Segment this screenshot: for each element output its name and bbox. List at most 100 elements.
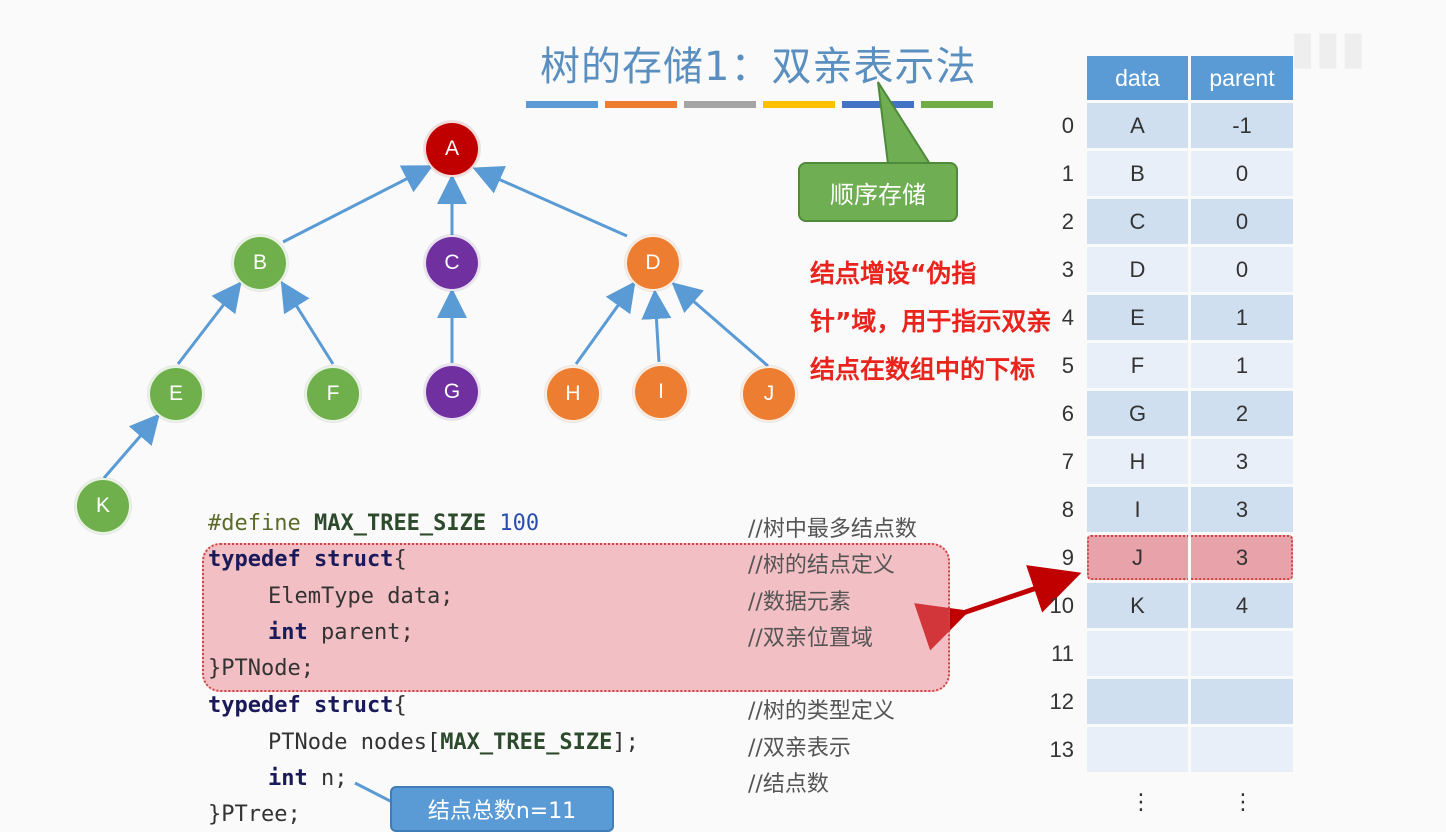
table-column-separator [1188, 295, 1191, 340]
table-cell-data: A [1130, 112, 1145, 138]
code-line-typedef-node: typedef struct{ [208, 547, 407, 572]
table-row-index: 13 [1049, 737, 1074, 762]
code-comment: //双亲表示 [748, 736, 851, 761]
table-cell-data: G [1128, 400, 1147, 426]
edge-b-a [282, 165, 434, 244]
code-comment: //结点数 [748, 772, 829, 797]
pseudo-pointer-note: 结点增设“伪指针”域，用于指示双亲结点在数组中的下标 [810, 259, 1052, 384]
table-column-separator [1188, 631, 1191, 676]
code-line-parent-field: int parent; [268, 620, 414, 645]
table-row-index: 9 [1061, 545, 1074, 570]
table-cell-data: E [1130, 304, 1145, 330]
table-cell-parent: 3 [1235, 496, 1249, 522]
table-cell-parent: 3 [1235, 448, 1249, 474]
table-column-separator [1188, 151, 1191, 196]
table-cell-parent: 3 [1235, 544, 1249, 570]
table-row-index: 11 [1051, 641, 1074, 666]
slide-title: 树的存储1：双亲表示法 [540, 44, 977, 90]
table-row-index: 12 [1049, 689, 1074, 714]
table-row-index: 1 [1061, 161, 1074, 186]
title-underline-segment [842, 101, 914, 108]
tree-node-i: I [633, 364, 689, 420]
table-cell-parent: 0 [1235, 160, 1249, 186]
table-row-index: 2 [1061, 209, 1074, 234]
code-comment: //树的结点定义 [748, 553, 895, 578]
tree-node-d: D [625, 235, 681, 291]
table-cell-parent: 2 [1235, 400, 1249, 426]
table-cell-data: I [1134, 496, 1141, 522]
code-comment: //双亲位置域 [748, 626, 873, 651]
code-line-n-field: int n; [268, 766, 348, 791]
index-link-arrow [914, 565, 1082, 651]
table-column-separator [1188, 343, 1191, 388]
table-row-index: 10 [1049, 593, 1074, 618]
tree-node-b: B [232, 235, 288, 291]
tree-node-k: K [75, 478, 131, 534]
table-cell-data [1087, 727, 1188, 772]
code-line-define: #define MAX_TREE_SIZE 100 [208, 511, 540, 536]
edge-f-b [280, 280, 335, 365]
table-cell-parent: 1 [1235, 304, 1249, 330]
title-underline-segment [526, 101, 598, 108]
table-column-separator [1188, 391, 1191, 436]
code-line-nodes-array: PTNode nodes[MAX_TREE_SIZE]; [268, 730, 639, 755]
table-row-index: 5 [1061, 353, 1074, 378]
tree-node-h: H [545, 366, 601, 422]
table-column-separator [1188, 535, 1191, 580]
table-cell-parent: 0 [1235, 256, 1249, 282]
table-header-parent: parent [1191, 56, 1293, 100]
tree-node-j: J [741, 366, 797, 422]
tree-node-a: A [424, 121, 480, 177]
code-line-typedef-tree: typedef struct{ [208, 693, 407, 718]
table-cell-parent: 4 [1235, 592, 1249, 618]
table-row-index: 8 [1061, 497, 1074, 522]
table-column-separator [1188, 583, 1191, 628]
table-cell-parent: -1 [1232, 112, 1252, 138]
table-ellipsis: ⋮ [1232, 790, 1254, 815]
tree-node-g: G [424, 364, 480, 420]
edge-i-d [641, 289, 672, 363]
title-underline-segment [763, 101, 835, 108]
edge-d-a [472, 166, 628, 238]
table-cell-data: D [1129, 256, 1146, 282]
code-line-ptree-close: }PTree; [208, 802, 301, 827]
edge-h-d [574, 281, 636, 365]
table-column-separator [1188, 439, 1191, 484]
table-cell-data: B [1130, 160, 1145, 186]
code-line-data-field: ElemType data; [268, 584, 454, 609]
title-underline-segment [605, 101, 677, 108]
title-underline-segment [684, 101, 756, 108]
table-column-separator [1188, 199, 1191, 244]
code-comment: //树的类型定义 [748, 699, 895, 724]
table-cell-data [1087, 679, 1188, 724]
table-column-separator [1188, 103, 1191, 148]
table-cell-data: C [1129, 208, 1146, 234]
tree-node-c: C [424, 235, 480, 291]
code-comment: //树中最多结点数 [748, 517, 917, 542]
watermark-logo: ▮▮▮ [1290, 20, 1366, 74]
table-cell-data: F [1130, 352, 1145, 378]
table-column-separator [1188, 247, 1191, 292]
table-cell-parent: 1 [1235, 352, 1249, 378]
table-column-separator [1188, 487, 1191, 532]
edge-j-d [671, 282, 769, 368]
title-underline-segment [921, 101, 993, 108]
table-row-index: 3 [1061, 257, 1074, 282]
table-row-index: 4 [1061, 305, 1074, 330]
table-cell-parent [1191, 631, 1293, 676]
table-cell-data: H [1129, 448, 1146, 474]
code-comment: //数据元素 [748, 590, 851, 615]
edge-k-e [102, 413, 160, 479]
table-column-separator [1188, 679, 1191, 724]
table-header-data: data [1087, 56, 1188, 100]
table-column-separator [1188, 727, 1191, 772]
table-row-index: 0 [1061, 113, 1074, 138]
tree-node-f: F [305, 366, 361, 422]
table-cell-parent [1191, 679, 1293, 724]
table-row-index: 7 [1061, 449, 1074, 474]
table-cell-parent: 0 [1235, 208, 1249, 234]
table-ellipsis: ⋮ [1130, 790, 1152, 815]
table-cell-data: J [1132, 544, 1143, 570]
